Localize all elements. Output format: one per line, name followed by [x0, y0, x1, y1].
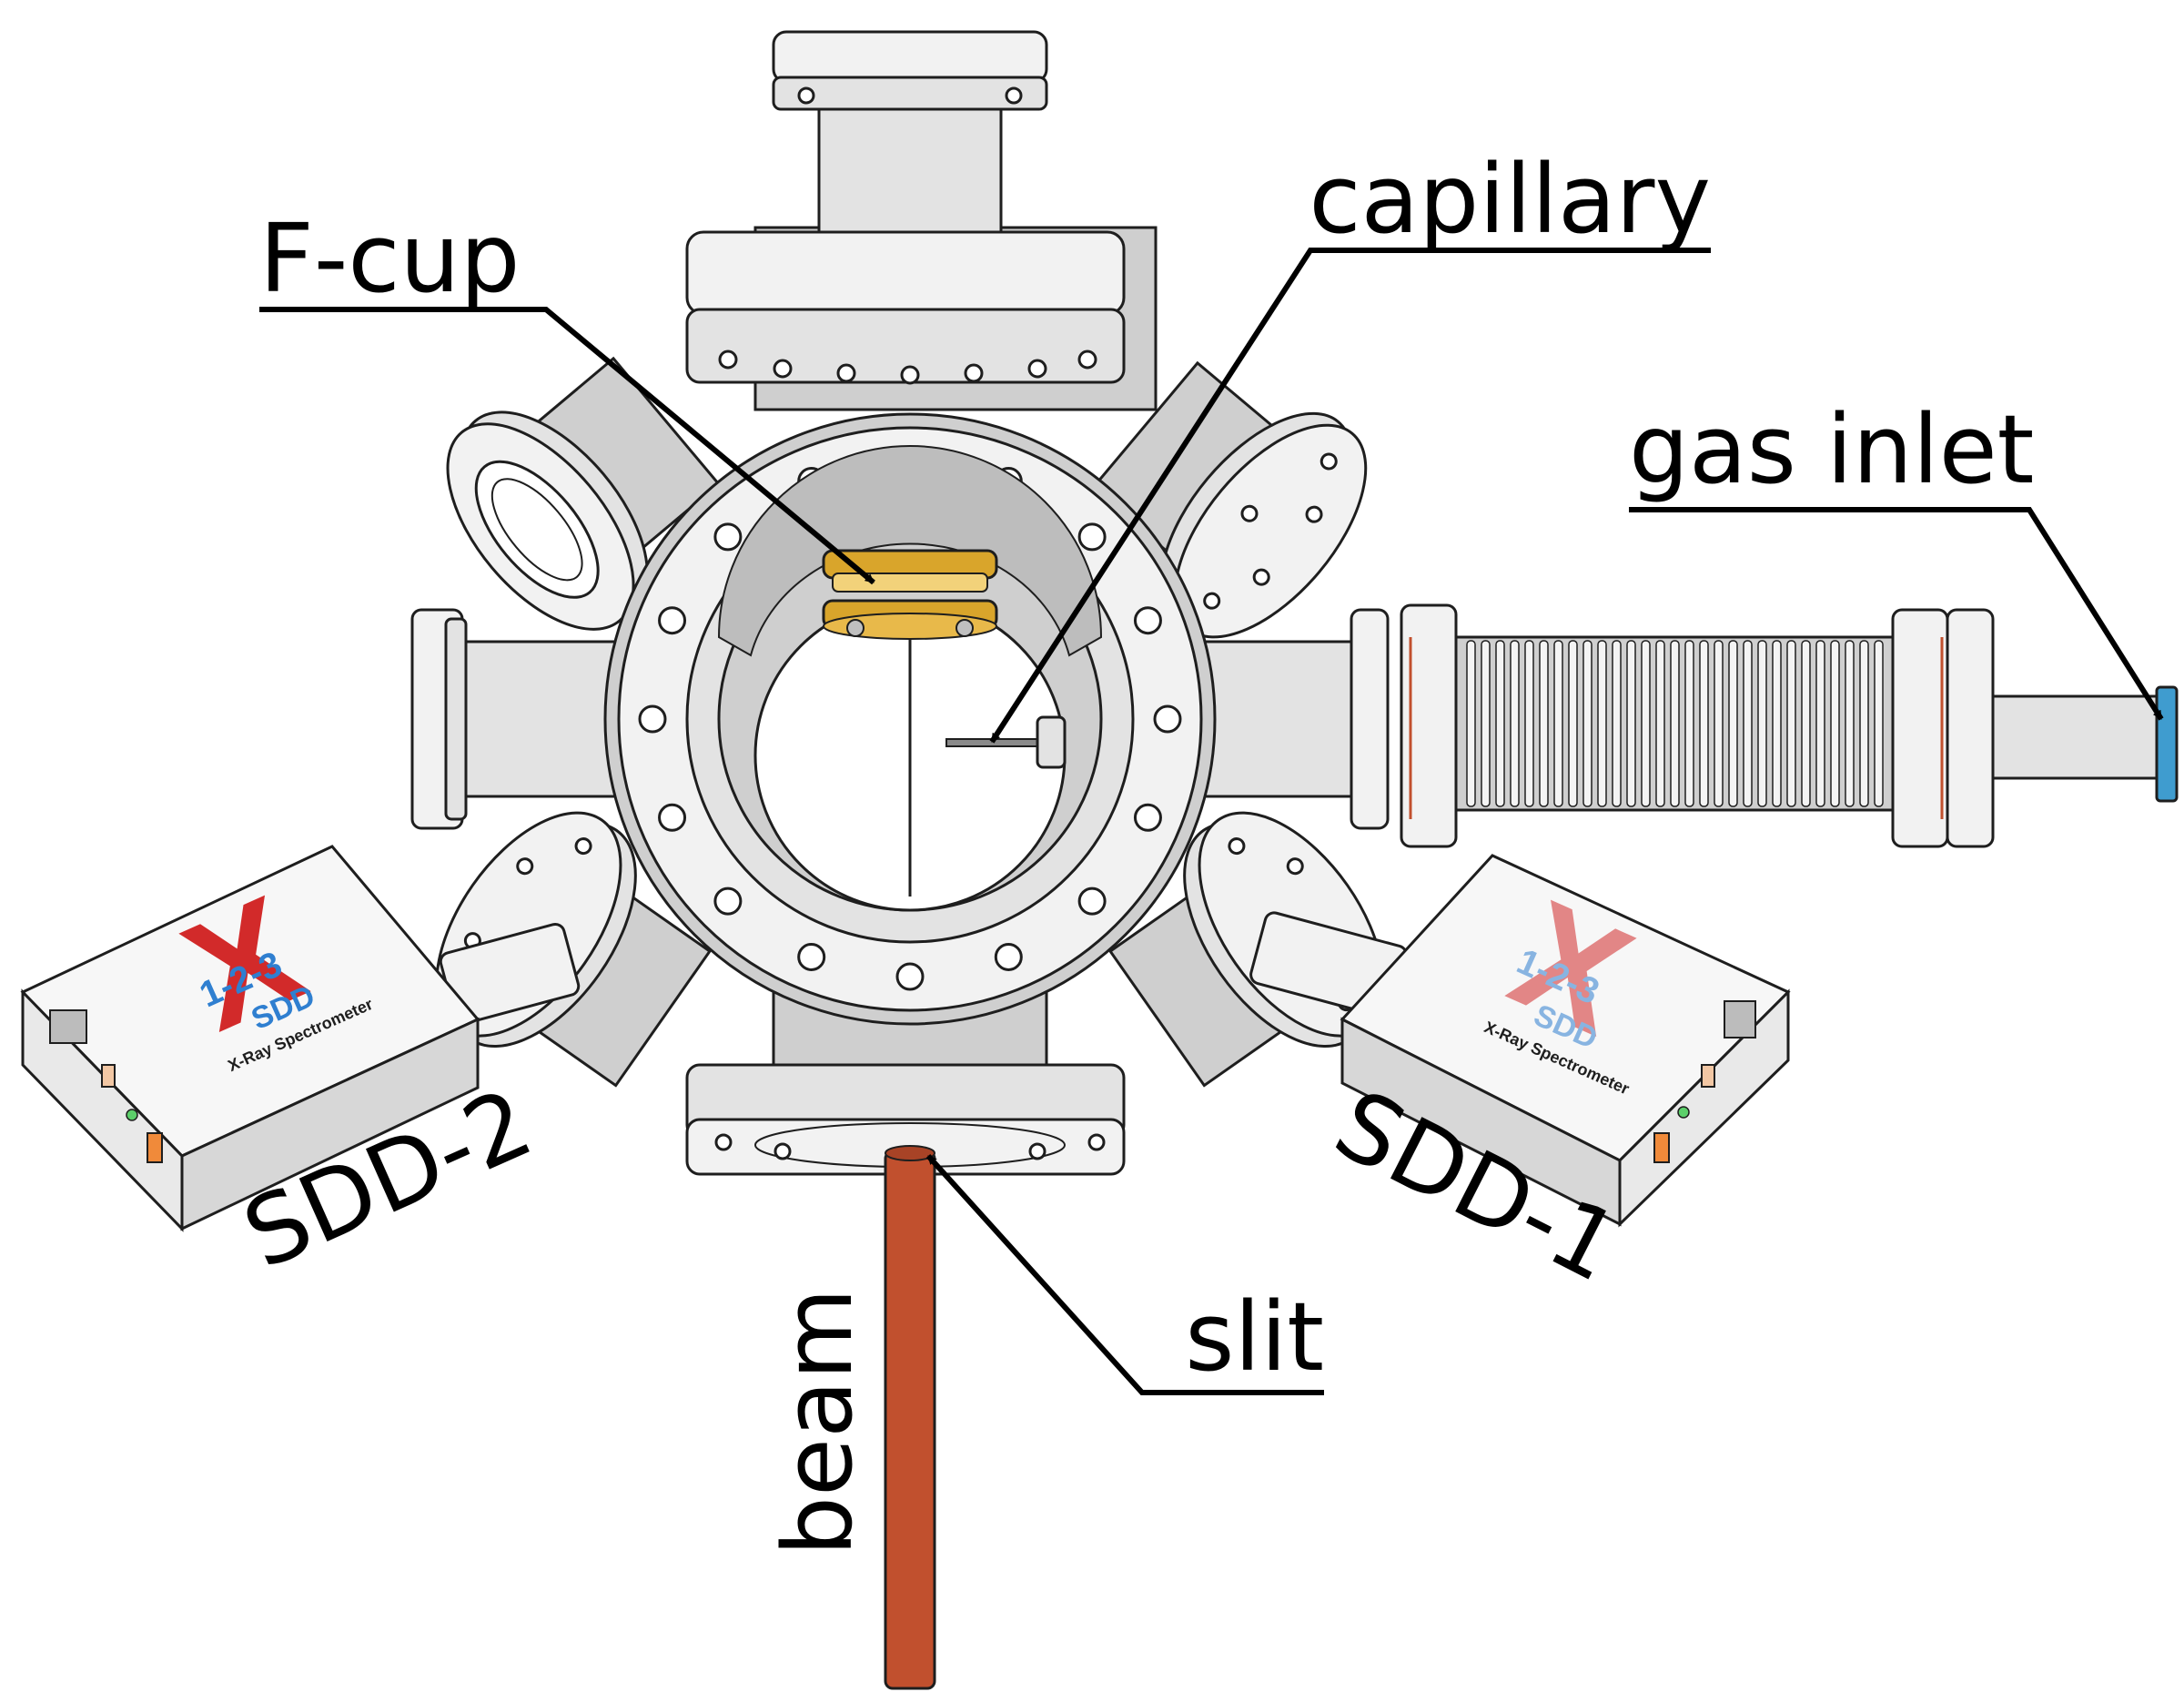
bellows-rib	[1757, 640, 1767, 807]
label-fcup: F-cup	[259, 203, 520, 314]
capillary-tube	[945, 715, 1067, 769]
chamber-bolt-hole	[638, 704, 667, 734]
bellows-rib	[1612, 640, 1622, 807]
bellows-rib	[1568, 640, 1578, 807]
bellows-rib	[1714, 640, 1724, 807]
bellows-rib	[1582, 640, 1592, 807]
bellows-rib	[1772, 640, 1782, 807]
chamber-bolt-hole	[658, 606, 687, 635]
bellows-rib	[1845, 640, 1855, 807]
bellows-rib	[1684, 640, 1694, 807]
upper-left-port	[446, 356, 721, 631]
bellows-rib	[1801, 640, 1811, 807]
chamber-bolt-hole	[797, 942, 826, 971]
leader-lines	[259, 248, 2164, 1395]
gas-inlet-cap	[2155, 685, 2179, 803]
chamber-bolt-hole	[1133, 606, 1162, 635]
fcup-leader	[259, 307, 875, 585]
beam	[884, 1145, 936, 1690]
chamber-bolt-hole	[1153, 704, 1182, 734]
label-gas-inlet: gas inlet	[1629, 394, 2034, 505]
chamber-bolt-hole	[895, 962, 925, 991]
bellows-rib	[1495, 640, 1505, 807]
bellows-rib	[1699, 640, 1709, 807]
gas-inlet-leader	[1629, 507, 2164, 721]
slit-leader	[925, 1153, 1324, 1395]
central-chamber	[603, 412, 1217, 1026]
bellows-rib	[1553, 640, 1563, 807]
bellows-rib	[1524, 640, 1534, 807]
bellows	[1454, 635, 1895, 812]
bellows-rib	[1743, 640, 1753, 807]
bellows-rib	[1670, 640, 1680, 807]
chamber-bolt-hole	[713, 887, 743, 916]
bellows-rib	[1728, 640, 1738, 807]
bellows-rib	[1481, 640, 1491, 807]
capillary-leader	[989, 248, 1711, 744]
bellows-rib	[1786, 640, 1796, 807]
fcup-assembly	[822, 549, 998, 640]
bellows-rib	[1510, 640, 1520, 807]
sdd2-detector: X 1-2-3 SDD X-Ray Spectrometer	[20, 845, 581, 1232]
bottom-flange-holes	[714, 1133, 1106, 1160]
chamber-bolt-hole	[994, 942, 1023, 971]
bellows-rib	[1830, 640, 1840, 807]
top-flange-holes	[718, 350, 1097, 385]
label-beam: beam	[763, 1288, 874, 1556]
chamber-bolt-hole	[713, 522, 743, 552]
chamber-bolt-hole	[1077, 887, 1107, 916]
sdd1-detector: X 1-2-3 SDD X-Ray Spectrometer	[1249, 854, 1791, 1228]
chamber-bolt-hole	[1077, 522, 1107, 552]
top-port	[685, 30, 1158, 411]
bellows-rib	[1597, 640, 1607, 807]
bellows-rib	[1466, 640, 1476, 807]
bellows-rib	[1626, 640, 1636, 807]
bellows-rib	[1874, 640, 1884, 807]
bellows-rib	[1859, 640, 1869, 807]
label-slit: slit	[1185, 1282, 1324, 1393]
chamber-bolt-hole	[658, 803, 687, 832]
bellows-rib	[1655, 640, 1665, 807]
label-capillary: capillary	[1309, 144, 1711, 255]
bellows-rib	[1815, 640, 1825, 807]
bellows-rib	[1539, 640, 1549, 807]
bellows-rib	[1641, 640, 1651, 807]
chamber-bolt-hole	[1133, 803, 1162, 832]
right-port	[1136, 603, 2179, 848]
